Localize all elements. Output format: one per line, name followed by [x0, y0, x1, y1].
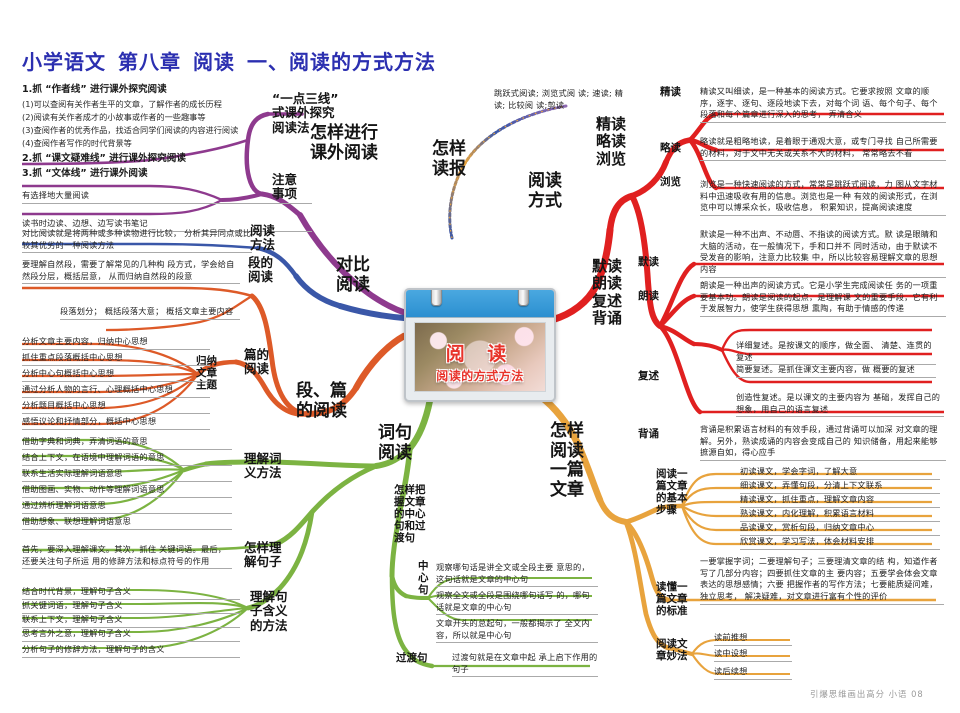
node-central-sentence[interactable]: 中 心 句	[418, 560, 429, 597]
node-paragraph-reading[interactable]: 段的 阅读	[248, 255, 274, 285]
leaf-retell-brief: 简要复述。是抓住课文主要内容，做 概要的复述	[736, 364, 936, 378]
central-topic-subtitle: 阅读的方式方法	[436, 369, 524, 383]
leaf-understand-sentence-steps: 首先，要深入理解课文。其次，抓住 关键词语。最后，还要关注句子所运 用的修辞方法…	[22, 544, 232, 570]
node-skimming[interactable]: 略读	[660, 142, 681, 154]
leaf-word-life-experience: 联系生活实际理解词语意思	[22, 468, 232, 482]
leaf-browsing-definition: 浏览是一种快速阅读的方式，常常是跳跃式阅读，力 图从文字材料中迅速吸收有用的信息…	[700, 179, 946, 216]
card-header-bar	[406, 290, 554, 318]
node-reading-modes[interactable]: 阅读 方式	[528, 171, 562, 211]
leaf-theme-main-content: 分析文章主要内容，归纳中心思想	[22, 336, 210, 350]
title-segment-subject: 小学语文	[22, 50, 106, 74]
outline-line: (3)查阅作者的优秀作品，找适合同学们阅读的内容进行阅读	[22, 125, 239, 136]
extracurricular-outline-block: 1.抓 “作者线” 进行课外探究阅读 (1)可以查阅有关作者生平的文章，了解作者…	[22, 82, 322, 182]
node-word-meaning-methods[interactable]: 理解词 义方法	[244, 451, 282, 481]
node-silent-loud-retell-recite[interactable]: 默读 朗读 复述 背诵	[592, 257, 623, 327]
leaf-sentence-context: 联系上下文，理解句子含义	[22, 614, 240, 628]
leaf-tip-before-reading: 读前推想	[714, 632, 792, 646]
cherry-blossom-photo: 阅 读 阅读的方式方法	[414, 322, 546, 392]
node-how-to-read-an-article[interactable]: 怎样 阅读 一篇 文章	[550, 421, 584, 500]
node-one-point-three-lines[interactable]: “一点三线” 式课外探究 阅读法	[272, 91, 339, 135]
leaf-step-first-reading: 初读课文，学会字词，了解大意	[740, 466, 940, 480]
title-segment-topic: 阅读	[193, 50, 235, 74]
leaf-intensive-reading-definition: 精读又叫细读，是一种基本的阅读方式。它要求按照 文章的顺序，逐字、逐句、逐段地读…	[700, 86, 946, 123]
leaf-reading-aloud-definition: 朗读是一种出声的阅读方式。它是小学生完成阅读任 务的一项重要基本功。朗读是阅读的…	[700, 280, 946, 317]
node-sentence-meaning-methods[interactable]: 理解句 子含义 的方法	[250, 589, 288, 633]
node-retelling[interactable]: 复述	[638, 370, 659, 382]
node-transition-sentence[interactable]: 过渡句	[396, 652, 428, 664]
node-central-and-transition-sentence[interactable]: 怎样把 握文章 的中心 句和过 渡句	[394, 484, 426, 545]
node-reading-methods[interactable]: 阅读 方法	[250, 223, 276, 253]
leaf-sentence-era-background: 结合时代背景，理解句子含义	[22, 586, 240, 600]
central-topic-card[interactable]: 阅 读 阅读的方式方法	[404, 288, 556, 402]
leaf-tip-after-reading: 读后续想	[714, 666, 792, 680]
leaf-step-savor-reading: 品读课文，赏析句段，归纳文章中心	[740, 522, 940, 536]
leaf-sentence-implication: 思考言外之意，理解句子含义	[22, 628, 240, 642]
leaf-newspaper-methods: 跳跃式阅读; 浏览式阅 读; 速读; 精读; 比较阅 读;剪读	[494, 88, 624, 110]
leaf-skimming-definition: 略读就是粗略地读，是着眼于通观大意，或专门寻找 自己所需要的材料，对于文中无关或…	[700, 136, 946, 162]
leaf-sentence-keywords: 抓关键词语，理解句子含义	[22, 600, 240, 614]
node-intensive-reading[interactable]: 精读	[660, 86, 681, 98]
node-silent-reading[interactable]: 默读	[638, 256, 659, 268]
central-topic-title: 阅 读	[445, 343, 515, 365]
leaf-selective-mass-reading: 有选择地大量阅读	[22, 190, 312, 204]
node-browsing[interactable]: 浏览	[660, 176, 681, 188]
leaf-understand-natural-paragraph: 要理解自然段，需要了解常见的几种构 段方式，学会给自然段分层，概括层意， 从而归…	[22, 259, 240, 285]
leaf-transition-sentence-definition: 过渡句就是在文章中起 承上启下作用的句子	[452, 652, 598, 678]
title-segment-chapter: 第八章	[118, 50, 181, 74]
leaf-retell-creative: 创造性复述。是以课文的主要内容为 基础，发挥自己的想象，用自己的语言复述	[736, 392, 944, 418]
node-how-to-understand-sentences[interactable]: 怎样理 解句子	[244, 540, 282, 570]
node-paragraph-and-essay-reading[interactable]: 段、篇 的阅读	[296, 381, 347, 421]
node-summarize-theme[interactable]: 归纳 文章 主题	[196, 355, 217, 392]
leaf-theme-key-paragraph: 抓住重点段落概括中心思想	[22, 352, 210, 366]
calendar-ring-left-icon	[431, 290, 442, 306]
page-title: 小学语文第八章阅读一、阅读的方式方法	[22, 46, 448, 75]
node-comprehension-standard[interactable]: 读懂一 篇文章 的标准	[656, 581, 688, 618]
outline-line: (2)阅读有关作者成才的小故事或作者的一些趣事等	[22, 111, 206, 122]
leaf-step-appreciate-reading: 欣赏课文，学习写法，体会材料安排	[740, 536, 940, 550]
calendar-ring-right-icon	[518, 290, 529, 306]
leaf-step-close-reading: 细读课文，弄懂句段，分清上下文联系	[740, 480, 940, 494]
outline-line: 2.抓 “课文疑难线” 进行课外探究阅读	[22, 152, 186, 164]
leaf-step-intensive-reading: 精读课文，抓住重点，理解文章内容	[740, 494, 940, 508]
leaf-tip-during-reading: 读中设想	[714, 648, 792, 662]
leaf-sentence-rhetoric: 分析句子的修辞方法，理解句子的含义	[22, 644, 240, 658]
node-basic-steps[interactable]: 阅读一 篇文章 的基本 步骤	[656, 468, 688, 517]
leaf-word-pictures-objects: 借助图画、实物、动作等理解词语意思	[22, 484, 232, 498]
leaf-read-think-note: 读书时边读、边想、边写读书笔记	[22, 218, 312, 232]
outline-line: (1)可以查阅有关作者生平的文章，了解作者的成长历程	[22, 98, 222, 109]
node-comparative-reading[interactable]: 对比 阅读	[336, 255, 370, 295]
leaf-theme-character-analysis: 通过分析人物的言行、心理概括中心思想	[22, 384, 210, 398]
leaf-word-context: 结合上下文，在语境中理解词语的意思	[22, 452, 232, 466]
node-intensive-skim-browse[interactable]: 精读 略读 浏览	[596, 115, 627, 168]
leaf-central-sentence-rule-2: 观察全文或全段是围绕哪句话写 的，哪句话就是文章的中心句	[436, 590, 598, 616]
leaf-word-dictionary: 借助字典和词典，弄清词语的意思	[22, 436, 232, 450]
node-how-to-read-newspaper[interactable]: 怎样 读报	[432, 139, 466, 179]
node-notes[interactable]: 注意 事项	[272, 172, 298, 202]
leaf-silent-reading-definition: 默读是一种不出声、不动唇、不指读的阅读方式。默 读是眼睛和大脑的活动，在一般情况…	[700, 229, 946, 278]
leaf-central-sentence-rule-3: 文章开头的总起句，一般都揭示了 全文内容，所以就是中心句	[436, 618, 598, 644]
node-how-to-do-extracurricular-reading[interactable]: 怎样进行 课外阅读	[310, 123, 378, 163]
node-reading-aloud[interactable]: 朗读	[638, 290, 659, 302]
node-word-and-sentence-reading[interactable]: 词句 阅读	[378, 423, 412, 463]
leaf-theme-commentary: 感悟议论和抒情部分，概括中心思想	[22, 416, 210, 430]
leaf-step-familiar-reading: 熟读课文，内化理解，积累语言材料	[740, 508, 940, 522]
outline-line: 3.抓 “文体线” 进行课外阅读	[22, 168, 148, 180]
leaf-comprehension-standard-detail: 一要掌握字词；二要理解句子；三要理清文章的结 构，知道作者写了几部分内容；四要抓…	[700, 556, 944, 605]
leaf-word-discrimination: 通过辨析理解词语意思	[22, 500, 232, 514]
leaf-comparative-reading-definition: 对比阅读就是将两种或多种读物进行比较， 分析其异同点或比较其优劣的一种阅读方法	[22, 228, 252, 254]
leaf-theme-central-sentence: 分析中心句概括中心思想	[22, 368, 210, 382]
leaf-word-imagination: 借助想象、联想理解词语意思	[22, 516, 232, 530]
leaf-theme-title-analysis: 分析题目概括中心思想	[22, 400, 210, 414]
outline-line: (4)查阅作者写作的时代背景等	[22, 138, 132, 149]
title-segment-section: 一、阅读的方式方法	[247, 50, 436, 74]
leaf-reciting-definition: 背诵是积累语言材料的有效手段，通过背诵可以加深 对文章的理解。另外，熟读成诵的内…	[700, 424, 946, 461]
leaf-central-sentence-rule-1: 观察哪句话是讲全文或全段主要 意思的，这句话就是文章的中心句	[436, 562, 598, 588]
node-reciting[interactable]: 背诵	[638, 428, 659, 440]
leaf-paragraph-division: 段落划分； 概括段落大意； 概括文章主要内容	[60, 306, 240, 320]
outline-line: 1.抓 “作者线” 进行课外探究阅读	[22, 84, 167, 95]
node-article-reading-tips[interactable]: 阅读文 章妙法	[656, 638, 688, 663]
leaf-retell-detailed: 详细复述。是按课文的顺序，做全面、 清楚、连贯的复述	[736, 340, 936, 366]
footer-credit: 引爆思维画出高分 小语 08	[810, 689, 924, 699]
node-essay-reading[interactable]: 篇的 阅读	[244, 347, 270, 377]
